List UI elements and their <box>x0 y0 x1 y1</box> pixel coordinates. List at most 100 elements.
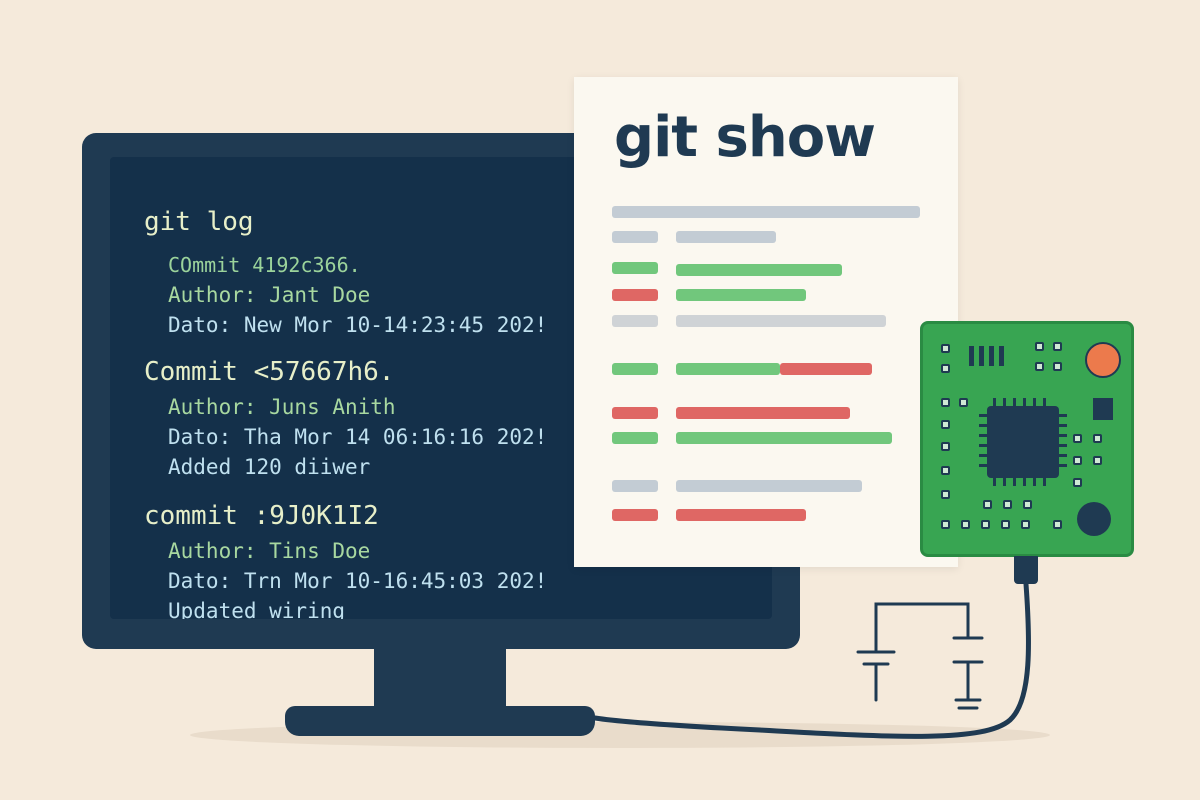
chip-pin <box>1059 464 1067 467</box>
paper-title: git show <box>614 105 876 170</box>
header-pin <box>999 346 1004 366</box>
pad <box>1021 520 1030 529</box>
date-line: Dato: New Mor 10-14:23:45 202! <box>168 313 548 337</box>
diff-line-number <box>612 231 658 243</box>
header-pin <box>979 346 984 366</box>
diff-removed-line <box>676 509 806 521</box>
diff-line-number <box>612 315 658 327</box>
message-line: Updated wiring <box>168 599 346 619</box>
pad <box>1001 520 1010 529</box>
usb-cable <box>592 581 1031 739</box>
pad <box>941 420 950 429</box>
diff-line-number <box>612 509 658 521</box>
diff-context-line <box>676 480 862 492</box>
diff-line-number <box>612 262 658 274</box>
pad <box>941 466 950 475</box>
pad <box>1053 362 1062 371</box>
pad <box>1073 434 1082 443</box>
pad <box>1035 362 1044 371</box>
chip-pin <box>1043 478 1046 486</box>
diff-line-number <box>612 363 658 375</box>
pad <box>981 520 990 529</box>
chip-pin <box>979 444 987 447</box>
pad <box>1073 456 1082 465</box>
diff-added-line <box>676 264 842 276</box>
pad <box>959 398 968 407</box>
diff-added-line <box>676 289 806 301</box>
date-line: Dato: Tha Mor 14 06:16:16 202! <box>168 425 548 449</box>
pad <box>941 398 950 407</box>
chip-pin <box>1059 454 1067 457</box>
pad <box>1053 520 1062 529</box>
diff-line-number <box>612 432 658 444</box>
pad <box>1073 478 1082 487</box>
component-icon <box>1093 398 1113 420</box>
chip-pin <box>1003 398 1006 406</box>
diff-context-line <box>676 315 886 327</box>
chip-pin <box>1013 478 1016 486</box>
pad <box>983 500 992 509</box>
author-line: Author: Juns Anith <box>168 395 396 419</box>
chip-pin <box>1059 414 1067 417</box>
chip-pin <box>1059 424 1067 427</box>
diff-removed-line <box>676 407 850 419</box>
chip-pin <box>1033 398 1036 406</box>
cable-icon <box>1014 556 1038 584</box>
monitor-base <box>285 706 595 736</box>
chip-pin <box>993 398 996 406</box>
chip-pin <box>1003 478 1006 486</box>
pad <box>1003 500 1012 509</box>
pad <box>1053 342 1062 351</box>
date-line: Dato: Trn Mor 10-16:45:03 202! <box>168 569 548 593</box>
pad <box>961 520 970 529</box>
document-icon: git show <box>574 77 958 567</box>
capacitor-icon <box>856 602 984 710</box>
led-icon <box>1085 342 1121 378</box>
author-line: Author: Jant Doe <box>168 283 371 307</box>
chip-pin <box>1033 478 1036 486</box>
commit-line: commit :9J0K1I2 <box>144 501 379 531</box>
commit-line: COmmit 4192c366. <box>168 253 361 277</box>
pad <box>1035 342 1044 351</box>
chip-pin <box>1023 478 1026 486</box>
pad <box>941 520 950 529</box>
chip-pin <box>1043 398 1046 406</box>
diff-added-line <box>676 432 892 444</box>
pad <box>941 490 950 499</box>
pad <box>1023 500 1032 509</box>
monitor-neck <box>374 649 506 711</box>
chip-pin <box>979 464 987 467</box>
header-pin <box>969 346 974 366</box>
chip-pin <box>1023 398 1026 406</box>
circuit-board-icon <box>920 321 1134 557</box>
diff-removed-line <box>780 363 872 375</box>
diff-context-line <box>676 231 776 243</box>
potentiometer-icon <box>1077 502 1111 536</box>
terminal-command: git log <box>144 207 254 237</box>
chip-pin <box>1013 398 1016 406</box>
microchip-icon <box>987 406 1059 478</box>
diff-line-number <box>612 480 658 492</box>
commit-line: Commit <57667h6. <box>144 357 395 387</box>
author-line: Author: Tins Doe <box>168 539 371 563</box>
message-line: Added 120 diiwer <box>168 455 371 479</box>
diff-header-line <box>612 206 920 218</box>
chip-pin <box>1059 444 1067 447</box>
chip-pin <box>1059 434 1067 437</box>
chip-pin <box>979 454 987 457</box>
pad <box>1093 434 1102 443</box>
chip-pin <box>979 434 987 437</box>
header-pin <box>989 346 994 366</box>
diff-line-number <box>612 407 658 419</box>
chip-pin <box>979 424 987 427</box>
chip-pin <box>979 414 987 417</box>
pad <box>941 364 950 373</box>
pad <box>941 344 950 353</box>
pad <box>1093 456 1102 465</box>
diff-line-number <box>612 289 658 301</box>
pad <box>941 442 950 451</box>
chip-pin <box>993 478 996 486</box>
diff-added-line <box>676 363 780 375</box>
